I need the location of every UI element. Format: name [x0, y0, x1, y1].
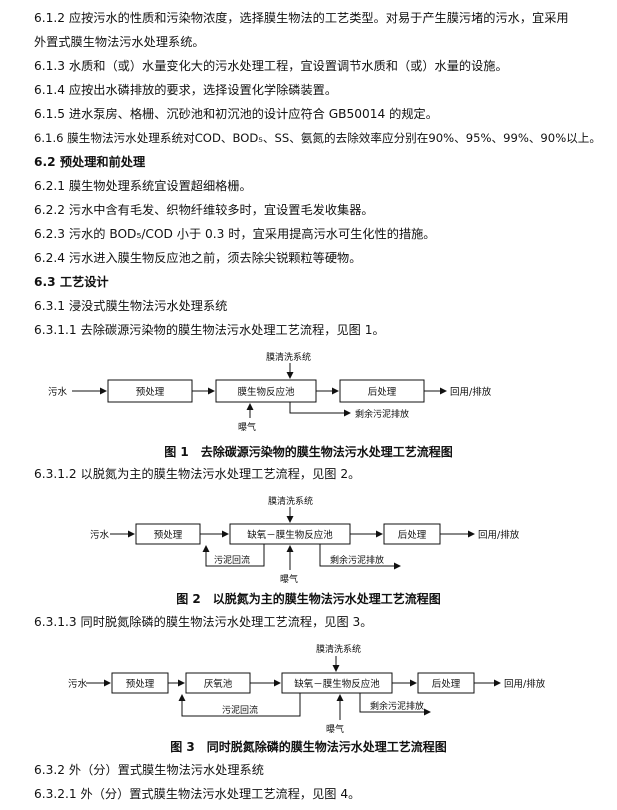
fig1-pre-label: 预处理 [136, 386, 165, 398]
clause-6-1-3: 6.1.3 水质和（或）水量变化大的污水处理工程，宜设置调节水质和（或）水量的设… [34, 59, 508, 73]
fig3-return-label: 污泥回流 [222, 704, 258, 716]
clause-6-3-1: 6.3.1 浸没式膜生物法污水处理系统 [34, 299, 228, 313]
clause-6-2-3: 6.2.3 污水的 BOD₅/COD 小于 0.3 时，宜采用提高污水可生化性的… [34, 227, 436, 241]
fig3-inflow: 污水 [68, 678, 88, 690]
figure-3-diagram: 污水 预处理 厌氧池 缺氧－膜生物反应池 后处理 回用/排放 膜清洗系统 污泥回… [68, 643, 546, 735]
figure-3-caption: 图 3 同时脱氮除磷的膜生物法污水处理工艺流程图 [170, 740, 447, 754]
clause-6-3-1-1: 6.3.1.1 去除碳源污染物的膜生物法污水处理工艺流程，见图 1。 [34, 323, 385, 337]
figure-2-caption: 图 2 以脱氮为主的膜生物法污水处理工艺流程图 [176, 592, 441, 606]
fig2-post-label: 后处理 [398, 529, 427, 541]
fig1-reactor-label: 膜生物反应池 [237, 386, 295, 398]
fig2-pre-label: 预处理 [154, 529, 183, 541]
fig3-sludge-label: 剩余污泥排放 [370, 700, 424, 712]
fig3-anaerobic-label: 厌氧池 [204, 678, 233, 690]
section-6-2-heading: 6.2 预处理和前处理 [34, 155, 146, 169]
figure-2-diagram: 污水 预处理 缺氧－膜生物反应池 后处理 回用/排放 膜清洗系统 污泥回流 剩余… [90, 495, 520, 585]
clause-6-3-1-3: 6.3.1.3 同时脱氮除磷的膜生物法污水处理工艺流程，见图 3。 [34, 615, 373, 629]
fig3-pre-label: 预处理 [126, 678, 155, 690]
fig1-cleaning-label: 膜清洗系统 [266, 351, 311, 363]
figure-1-diagram: 污水 预处理 膜生物反应池 后处理 回用/排放 膜清洗系统 剩余污泥排放 曝气 [48, 351, 492, 433]
fig3-cleaning-label: 膜清洗系统 [316, 643, 361, 655]
clause-6-3-2-1: 6.3.2.1 外（分）置式膜生物法污水处理工艺流程，见图 4。 [34, 787, 361, 801]
fig3-post-label: 后处理 [432, 678, 461, 690]
section-6-3-heading: 6.3 工艺设计 [34, 275, 109, 289]
fig2-sludge-label: 剩余污泥排放 [330, 554, 384, 566]
fig2-outflow: 回用/排放 [478, 529, 520, 541]
clause-6-2-1: 6.2.1 膜生物处理系统宜设置超细格栅。 [34, 179, 252, 193]
figure-1-caption: 图 1 去除碳源污染物的膜生物法污水处理工艺流程图 [164, 445, 453, 459]
fig2-inflow: 污水 [90, 529, 110, 541]
fig3-reactor-label: 缺氧－膜生物反应池 [294, 678, 380, 690]
clause-6-3-2: 6.3.2 外（分）置式膜生物法污水处理系统 [34, 763, 264, 777]
fig3-aeration-label: 曝气 [326, 723, 344, 735]
fig1-post-label: 后处理 [368, 386, 397, 398]
clause-6-1-2-cont: 外置式膜生物法污水处理系统。 [34, 35, 205, 49]
clause-6-2-2: 6.2.2 污水中含有毛发、织物纤维较多时，宜设置毛发收集器。 [34, 203, 374, 217]
fig2-return-label: 污泥回流 [214, 554, 250, 566]
fig2-reactor-label: 缺氧－膜生物反应池 [247, 529, 333, 541]
clause-6-1-2: 6.1.2 应按污水的性质和污染物浓度，选择膜生物法的工艺类型。对易于产生膜污堵… [34, 11, 569, 25]
fig1-inflow: 污水 [48, 386, 68, 398]
fig1-sludge-label: 剩余污泥排放 [355, 408, 409, 420]
clause-6-1-6: 6.1.6 膜生物法污水处理系统对COD、BOD₅、SS、氨氮的去除效率应分别在… [34, 131, 601, 145]
clause-6-2-4: 6.2.4 污水进入膜生物反应池之前，须去除尖锐颗粒等硬物。 [34, 251, 362, 265]
fig1-aeration-label: 曝气 [238, 421, 256, 433]
fig1-outflow: 回用/排放 [450, 386, 492, 398]
fig2-aeration-label: 曝气 [280, 573, 298, 585]
fig2-cleaning-label: 膜清洗系统 [268, 495, 313, 507]
clause-6-1-4: 6.1.4 应按出水磷排放的要求，选择设置化学除磷装置。 [34, 83, 338, 97]
clause-6-3-1-2: 6.3.1.2 以脱氮为主的膜生物法污水处理工艺流程，见图 2。 [34, 467, 361, 481]
clause-6-1-5: 6.1.5 进水泵房、格栅、沉砂池和初沉池的设计应符合 GB50014 的规定。 [34, 107, 438, 121]
fig3-outflow: 回用/排放 [504, 678, 546, 690]
